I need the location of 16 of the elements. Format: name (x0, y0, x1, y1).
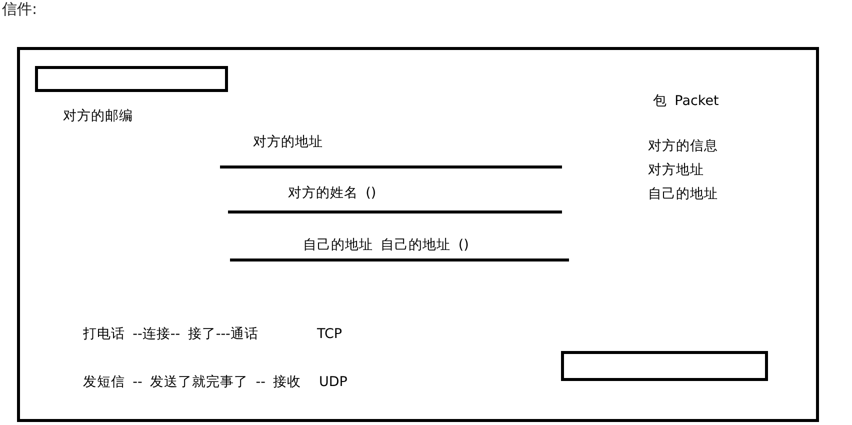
sender-address-label: 自己的地址 自己的地址 () (303, 236, 469, 254)
envelope (17, 47, 819, 422)
name-label: 对方的姓名 () (288, 184, 376, 202)
blank-box (561, 351, 768, 381)
packet-label: 包 Packet (653, 92, 719, 110)
protocol-label: TCP (317, 325, 342, 343)
text-message-note: 发短信 -- 发送了就完事了 -- 接收 (83, 373, 302, 391)
address-label: 对方的地址 (253, 133, 323, 151)
packet-info-label: 对方的信息 (648, 137, 718, 155)
packet-sender-label: 自己的地址 (648, 185, 718, 203)
phone-call-note: 打电话 --连接-- 接了---通话 (83, 325, 258, 343)
packet-address-label: 对方地址 (648, 161, 704, 179)
postcode-label: 对方的邮编 (63, 107, 133, 125)
postcode-box (35, 66, 228, 92)
heading: 信件: (2, 0, 38, 19)
protocol-label: UDP (319, 373, 348, 391)
